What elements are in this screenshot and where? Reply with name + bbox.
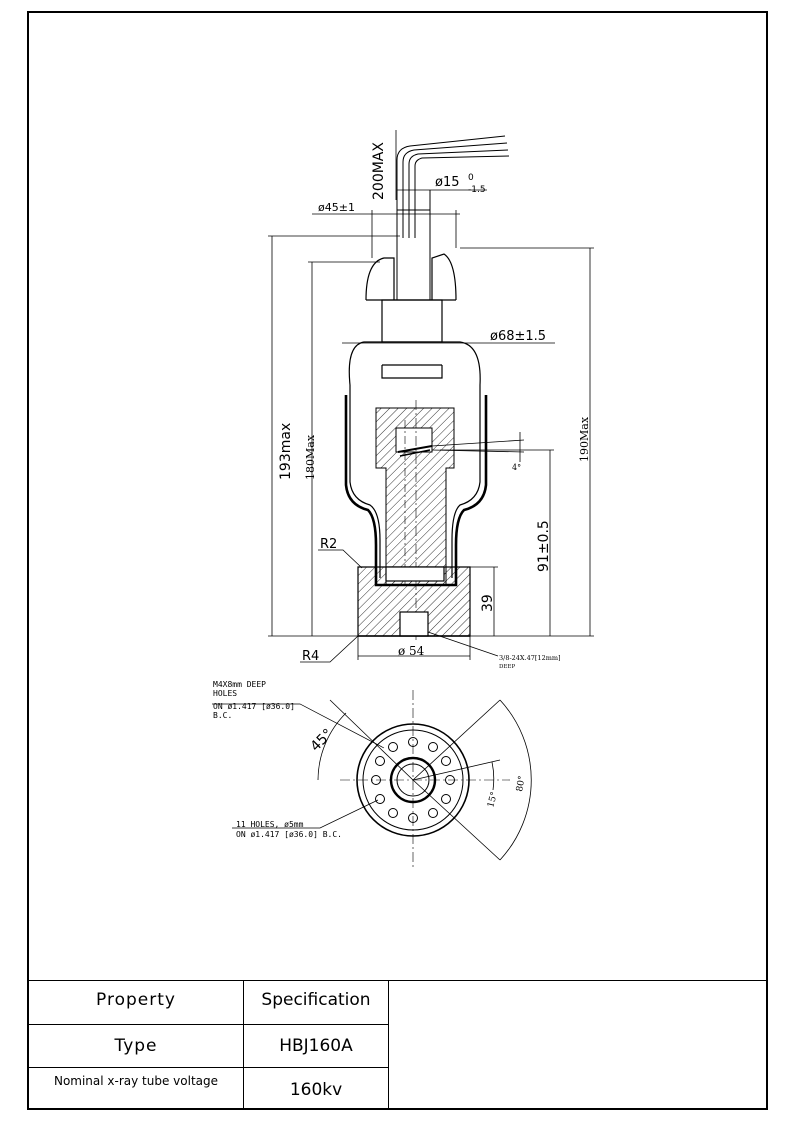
table-col2-border — [388, 980, 389, 1110]
cable-tol-lower: -1.5 — [468, 185, 486, 195]
row1-property: Type — [114, 1036, 158, 1056]
height-193-label: 193max — [278, 423, 294, 480]
holes-note-line1: 11 HOLES, ø5mm — [236, 820, 304, 829]
table-row2-border — [27, 1067, 389, 1068]
row1-value: HBJ160A — [279, 1036, 353, 1056]
drawing-frame — [27, 11, 768, 1110]
overall-length-label: 200MAX — [371, 142, 387, 200]
bottom-view — [212, 690, 532, 870]
holes-note-line2: ON ø1.417 [ø36.0] B.C. — [236, 830, 342, 839]
header-property: Property — [96, 990, 176, 1010]
dimension-lines — [268, 130, 594, 663]
m4-note-line1: M4X8mm DEEP — [213, 680, 266, 689]
tube-base — [357, 566, 471, 637]
angle-4-label: 4° — [512, 463, 521, 472]
angle-15-label: 15° — [486, 791, 500, 809]
cable-dia-label: ø15 — [435, 175, 460, 190]
anode-section — [375, 400, 455, 640]
table-col1-border — [243, 980, 244, 1110]
radius-r4-label: R4 — [302, 649, 319, 664]
angle-80-label: 80° — [515, 775, 528, 792]
thread-spec-label: 3/8-24X.47[12mm] — [499, 654, 561, 662]
base-dia-label: ø 54 — [398, 644, 425, 658]
thread-deep-label: DEEP — [499, 664, 515, 670]
table-top-border — [27, 980, 768, 981]
focal-height-label: 91±0.5 — [536, 520, 552, 572]
cable-tol-upper: 0 — [468, 173, 474, 183]
body-dia-label: ø68±1.5 — [490, 329, 546, 344]
m4-note-line4: B.C. — [213, 711, 232, 720]
table-row1-border — [27, 1024, 389, 1025]
bottom-view-texts: M4X8mm DEEP HOLES ON ø1.417 [ø36.0] B.C.… — [213, 680, 528, 839]
dimension-texts: 200MAX ø15 0 -1.5 ø45±1 ø68±1.5 193max 1… — [278, 142, 591, 670]
height-180-label: 180Max — [304, 434, 317, 480]
height-190-label: 190Max — [578, 416, 591, 462]
m4-note-line3: ON ø1.417 [ø36.0] — [213, 702, 295, 711]
header-spec: Specification — [261, 990, 371, 1010]
m4-note-line2: HOLES — [213, 689, 237, 698]
base-height-label: 39 — [480, 594, 496, 612]
row2-value: 160kv — [289, 1080, 343, 1100]
row2-property: Nominal x-ray tube voltage — [53, 1074, 219, 1088]
cable-leads — [396, 135, 510, 300]
radius-r2-label: R2 — [320, 537, 337, 552]
neck-dia-label: ø45±1 — [318, 201, 355, 214]
